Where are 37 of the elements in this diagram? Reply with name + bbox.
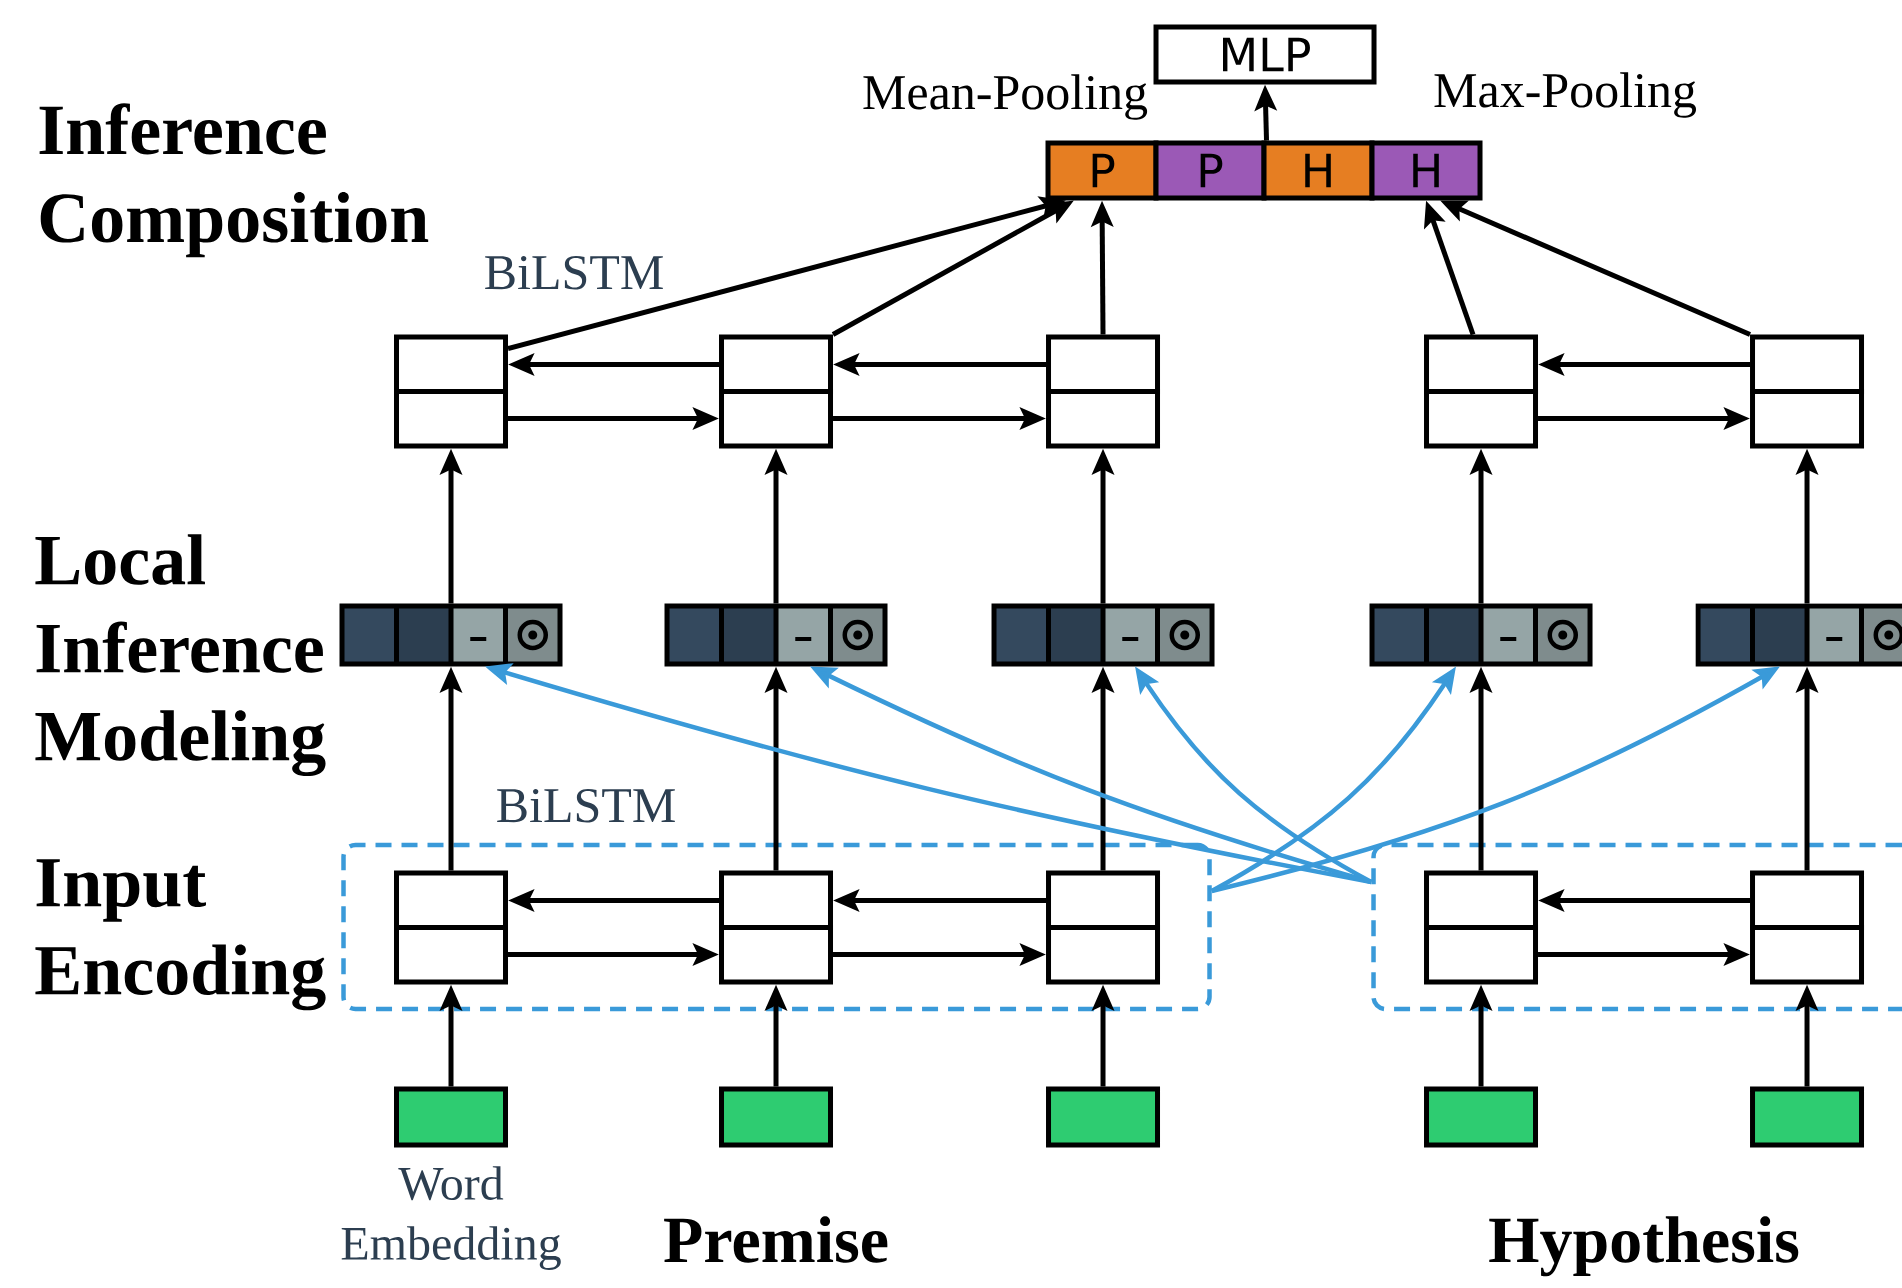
pooling-label: Mean-Pooling <box>863 74 1148 120</box>
lstm-cell <box>719 334 833 449</box>
embedding-box <box>1750 1086 1865 1148</box>
section-title: Local Inference Modeling <box>35 534 326 777</box>
lstm-cell <box>1424 334 1538 449</box>
embedding-box <box>1424 1086 1538 1148</box>
pooled-vector-cell: H <box>1261 140 1375 201</box>
input-label: Premise <box>664 1216 888 1263</box>
section-title: Input Encoding <box>35 859 326 1011</box>
lstm-cell <box>394 334 508 449</box>
pooling-label: Max-Pooling <box>1434 72 1696 118</box>
lstm-cell <box>1424 870 1538 985</box>
caption: Word Embedding <box>341 1166 561 1270</box>
lstm-cell <box>1750 870 1865 985</box>
lstm-cell <box>1750 334 1865 449</box>
feature-vector-bar <box>991 603 1215 667</box>
feature-vector-bar <box>1695 603 1902 667</box>
feature-vector-bar <box>664 603 888 667</box>
pooled-vector-cell: P <box>1045 140 1159 201</box>
embedding-box <box>1046 1086 1160 1148</box>
section-title: Inference Composition <box>39 103 429 258</box>
embedding-box <box>394 1086 508 1148</box>
lstm-cell <box>1046 870 1160 985</box>
pooled-vector-cell: H <box>1369 140 1483 201</box>
feature-vector-bar <box>339 603 563 667</box>
layer-label: BiLSTM <box>485 255 663 290</box>
dashed-region <box>341 842 1212 1012</box>
embedding-box <box>719 1086 833 1148</box>
input-label: Hypothesis <box>1489 1216 1799 1277</box>
dashed-region <box>1371 842 1902 1012</box>
mlp-box: MLP <box>1153 24 1377 85</box>
lstm-cell <box>394 870 508 985</box>
pooled-vector-cell: P <box>1153 140 1267 201</box>
feature-vector-bar <box>1369 603 1593 667</box>
lstm-cell <box>1046 334 1160 449</box>
layer-label: BiLSTM <box>497 788 675 823</box>
lstm-cell <box>719 870 833 985</box>
